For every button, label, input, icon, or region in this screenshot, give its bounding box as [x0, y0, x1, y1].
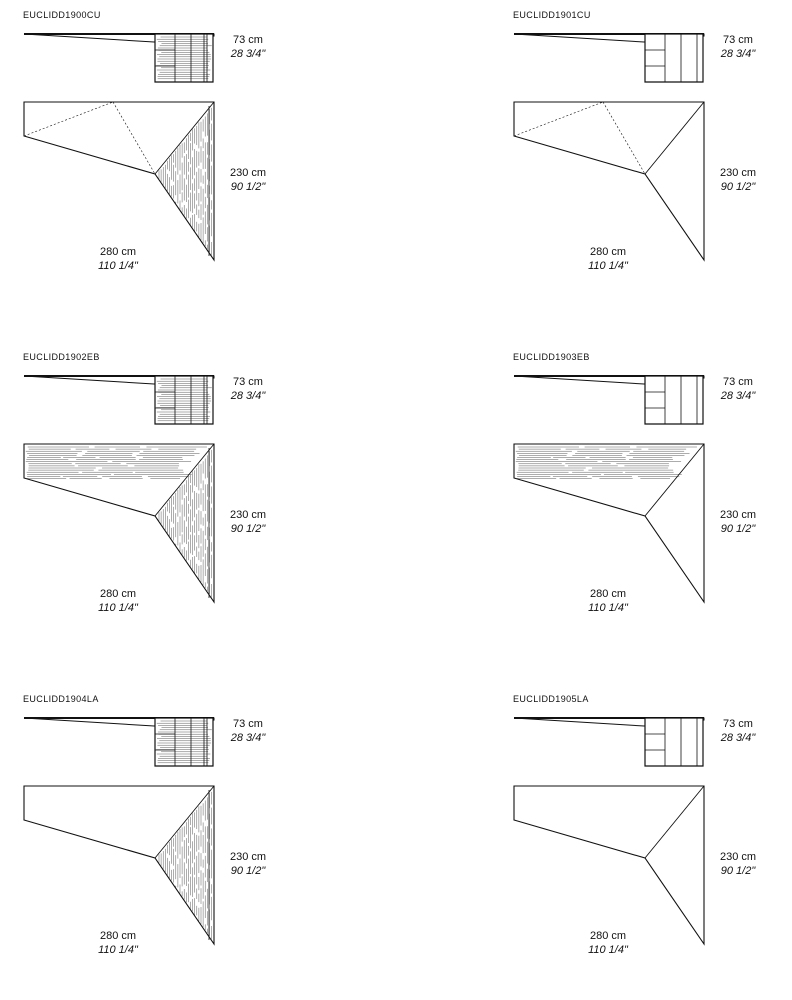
width-dimension: 280 cm 110 1/4": [83, 245, 153, 273]
depth-dimension: 230 cm 90 1/2": [713, 166, 763, 194]
fold-line: [645, 786, 704, 858]
depth-metric: 230 cm: [229, 167, 267, 179]
depth-imperial: 90 1/2": [720, 523, 756, 535]
elevation-view: [23, 30, 218, 90]
depth-imperial: 90 1/2": [230, 865, 266, 877]
depth-imperial: 90 1/2": [720, 865, 756, 877]
plan-view: [513, 98, 708, 263]
width-metric: 280 cm: [99, 930, 137, 942]
width-imperial: 110 1/4": [588, 944, 628, 956]
dashed-fold: [603, 102, 645, 174]
depth-dimension: 230 cm 90 1/2": [713, 508, 763, 536]
width-imperial: 110 1/4": [98, 944, 138, 956]
elevation-view: [513, 714, 708, 774]
depth-metric: 230 cm: [719, 167, 757, 179]
plan-view: [23, 440, 218, 605]
drawing-cell: EUCLIDD1902EB 73 cm 28 3/4" 230 cm 90 1/…: [23, 352, 283, 642]
desk-top-outline: [24, 102, 214, 260]
depth-metric: 230 cm: [719, 851, 757, 863]
fold-line: [645, 102, 704, 174]
drawing-cell: EUCLIDD1905LA 73 cm 28 3/4" 230 cm 90 1/…: [513, 694, 773, 984]
depth-imperial: 90 1/2": [230, 523, 266, 535]
height-imperial: 28 3/4": [230, 732, 266, 744]
cabinet-outline: [645, 34, 703, 82]
width-imperial: 110 1/4": [588, 602, 628, 614]
width-metric: 280 cm: [589, 930, 627, 942]
depth-dimension: 230 cm 90 1/2": [223, 508, 273, 536]
height-metric: 73 cm: [233, 718, 263, 730]
cabinet-outline: [155, 376, 213, 424]
depth-metric: 230 cm: [229, 851, 267, 863]
plan-view: [513, 782, 708, 947]
width-metric: 280 cm: [589, 588, 627, 600]
drawing-cell: EUCLIDD1903EB 73 cm 28 3/4" 230 cm 90 1/…: [513, 352, 773, 642]
cabinet-outline: [155, 718, 213, 766]
height-metric: 73 cm: [233, 34, 263, 46]
product-code: EUCLIDD1904LA: [23, 694, 99, 704]
plan-view: [513, 440, 708, 605]
height-imperial: 28 3/4": [230, 48, 266, 60]
depth-imperial: 90 1/2": [230, 181, 266, 193]
width-imperial: 110 1/4": [588, 260, 628, 272]
height-imperial: 28 3/4": [720, 390, 756, 402]
plan-view: [23, 782, 218, 947]
cabinet-outline: [645, 718, 703, 766]
height-dimension: 73 cm 28 3/4": [223, 375, 273, 403]
elevation-view: [513, 372, 708, 432]
height-metric: 73 cm: [723, 718, 753, 730]
desk-top-outline: [514, 786, 704, 944]
plan-view: [23, 98, 218, 263]
height-dimension: 73 cm 28 3/4": [713, 375, 763, 403]
drawing-cell: EUCLIDD1900CU 73 cm 28 3/4" 230 cm 90 1/…: [23, 10, 283, 300]
product-code: EUCLIDD1901CU: [513, 10, 591, 20]
drawing-cell: EUCLIDD1904LA 73 cm 28 3/4" 230 cm 90 1/…: [23, 694, 283, 984]
width-imperial: 110 1/4": [98, 602, 138, 614]
elevation-view: [23, 372, 218, 432]
depth-metric: 230 cm: [719, 509, 757, 521]
depth-dimension: 230 cm 90 1/2": [713, 850, 763, 878]
cabinet-outline: [155, 34, 213, 82]
product-code: EUCLIDD1903EB: [513, 352, 590, 362]
product-code: EUCLIDD1902EB: [23, 352, 100, 362]
width-metric: 280 cm: [99, 246, 137, 258]
product-code: EUCLIDD1905LA: [513, 694, 589, 704]
cabinet-outline: [645, 376, 703, 424]
width-imperial: 110 1/4": [98, 260, 138, 272]
width-dimension: 280 cm 110 1/4": [83, 929, 153, 957]
width-metric: 280 cm: [589, 246, 627, 258]
height-dimension: 73 cm 28 3/4": [713, 33, 763, 61]
drawing-cell: EUCLIDD1901CU 73 cm 28 3/4" 230 cm 90 1/…: [513, 10, 773, 300]
height-metric: 73 cm: [723, 34, 753, 46]
height-dimension: 73 cm 28 3/4": [713, 717, 763, 745]
depth-dimension: 230 cm 90 1/2": [223, 166, 273, 194]
product-code: EUCLIDD1900CU: [23, 10, 101, 20]
elevation-view: [23, 714, 218, 774]
height-imperial: 28 3/4": [720, 48, 756, 60]
desk-top-outline: [24, 444, 214, 602]
height-metric: 73 cm: [723, 376, 753, 388]
depth-imperial: 90 1/2": [720, 181, 756, 193]
fold-line: [155, 444, 214, 516]
height-dimension: 73 cm 28 3/4": [223, 717, 273, 745]
height-metric: 73 cm: [233, 376, 263, 388]
fold-line: [155, 102, 214, 174]
fold-line: [645, 444, 704, 516]
width-dimension: 280 cm 110 1/4": [573, 929, 643, 957]
width-dimension: 280 cm 110 1/4": [573, 245, 643, 273]
width-dimension: 280 cm 110 1/4": [83, 587, 153, 615]
height-imperial: 28 3/4": [720, 732, 756, 744]
fold-line: [155, 786, 214, 858]
desk-top-outline: [514, 102, 704, 260]
width-dimension: 280 cm 110 1/4": [573, 587, 643, 615]
width-metric: 280 cm: [99, 588, 137, 600]
desk-top-outline: [24, 786, 214, 944]
elevation-view: [513, 30, 708, 90]
desk-top-outline: [514, 444, 704, 602]
depth-dimension: 230 cm 90 1/2": [223, 850, 273, 878]
height-imperial: 28 3/4": [230, 390, 266, 402]
dashed-fold: [113, 102, 155, 174]
height-dimension: 73 cm 28 3/4": [223, 33, 273, 61]
depth-metric: 230 cm: [229, 509, 267, 521]
